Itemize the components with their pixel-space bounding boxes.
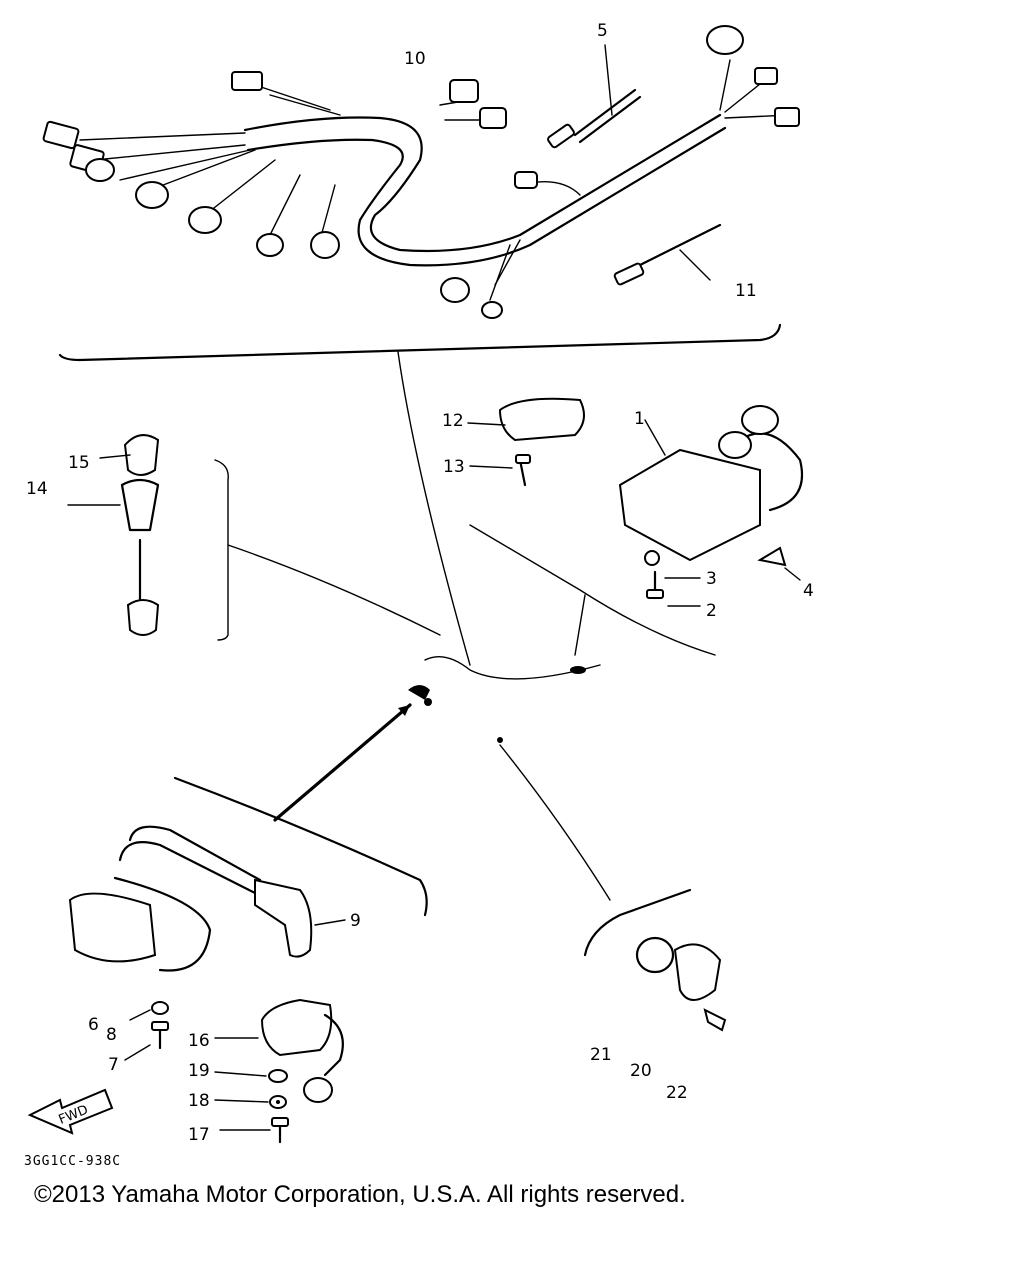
part-label-2: 2 (706, 601, 717, 621)
part-label-9: 9 (350, 911, 361, 931)
part-label-21: 21 (590, 1045, 612, 1065)
part-label-5: 5 (597, 21, 608, 41)
part-label-1: 1 (634, 409, 645, 429)
cdi-unit (469, 405, 804, 656)
part-label-10: 10 (404, 49, 426, 69)
fwd-arrow: FWD (27, 1088, 114, 1135)
hardware-6-7-8 (124, 1001, 169, 1061)
part-labels: 1 2 3 4 5 6 7 8 9 10 11 12 13 14 15 16 1… (26, 21, 814, 1145)
part-label-15: 15 (68, 453, 90, 473)
part-label-11: 11 (735, 281, 757, 301)
rectifier (583, 888, 727, 1032)
part-label-3: 3 (706, 569, 717, 589)
copyright-notice: ©2013 Yamaha Motor Corporation, U.S.A. A… (34, 1181, 686, 1208)
part-label-7: 7 (108, 1055, 119, 1075)
part-label-13: 13 (443, 457, 465, 477)
part-label-14: 14 (26, 479, 48, 499)
part-label-17: 17 (188, 1125, 210, 1145)
part-label-16: 16 (188, 1031, 210, 1051)
part-label-12: 12 (442, 411, 464, 431)
part-label-20: 20 (630, 1061, 652, 1081)
mounting-frame (227, 544, 611, 901)
wire-harness (42, 25, 800, 362)
part-label-19: 19 (188, 1061, 210, 1081)
ignition-coil (68, 776, 428, 972)
part-label-4: 4 (803, 581, 814, 601)
part-label-6: 6 (88, 1015, 99, 1035)
wire-lead-5 (547, 44, 642, 149)
part-label-8: 8 (106, 1025, 117, 1045)
part-label-18: 18 (188, 1091, 210, 1111)
drawing-code: 3GG1CC-938C (24, 1154, 122, 1169)
part-label-22: 22 (666, 1083, 688, 1103)
cover-12 (467, 397, 585, 487)
wire-lead-11 (613, 223, 722, 286)
regulator (214, 998, 344, 1144)
plug-cap-assembly (67, 434, 229, 641)
